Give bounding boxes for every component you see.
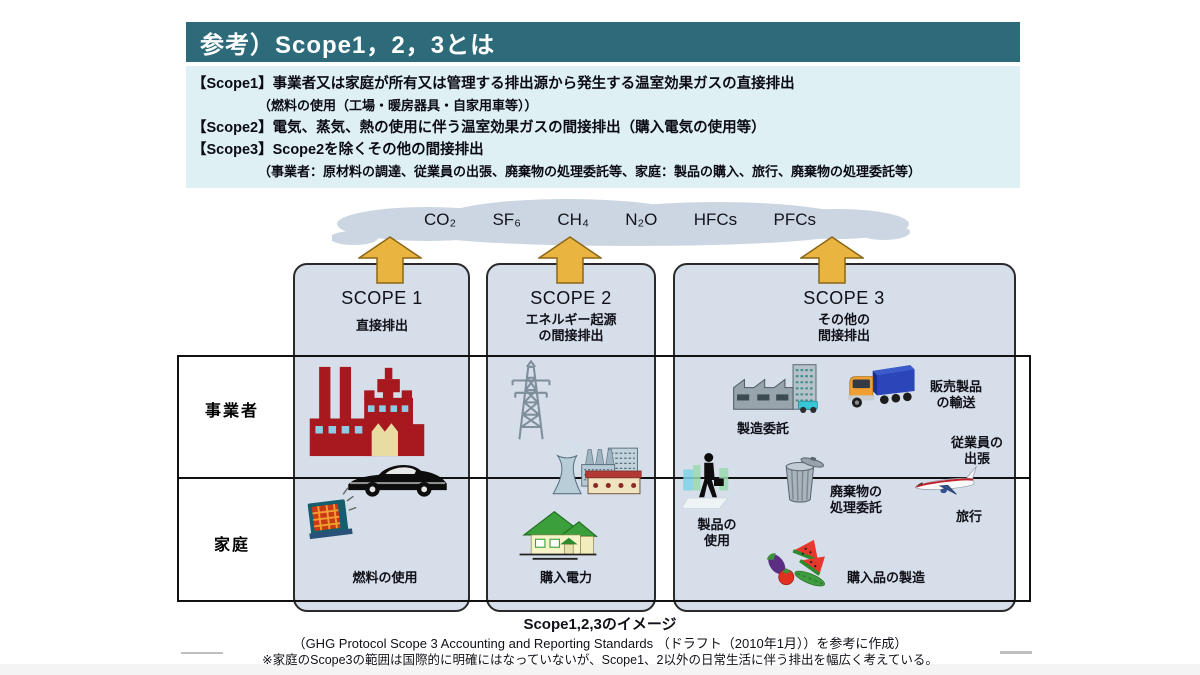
gas-sf6: SF₆ xyxy=(492,210,522,229)
title-bar: 参考）Scope1，2，3とは xyxy=(186,22,1020,62)
car-icon xyxy=(345,452,450,500)
caption-source: （GHG Protocol Scope 3 Accounting and Rep… xyxy=(292,636,908,651)
house-icon xyxy=(516,503,600,561)
label-fuel-use: 燃料の使用 xyxy=(352,570,418,585)
arrow-up-scope1-icon xyxy=(356,236,424,284)
scope1-subtitle: 直接排出 xyxy=(355,318,409,333)
gas-hfcs: HFCs xyxy=(693,210,738,229)
divider-fragment-left xyxy=(181,652,223,654)
scope3-box xyxy=(673,263,1016,612)
scope1-name: SCOPE 1 xyxy=(341,288,423,308)
caption-block: Scope1,2,3のイメージ （GHG Protocol Scope 3 Ac… xyxy=(0,615,1200,669)
divider-fragment-right xyxy=(1000,651,1032,654)
gas-ch4: CH₄ xyxy=(557,210,589,229)
airplane-icon xyxy=(905,465,989,501)
heater-icon xyxy=(303,486,359,542)
bottom-strip xyxy=(0,664,1200,675)
scope2-name: SCOPE 2 xyxy=(530,288,612,308)
page-title: 参考）Scope1，2，3とは xyxy=(200,31,496,59)
gas-cloud-icon xyxy=(330,194,912,252)
factory-icon xyxy=(306,363,428,459)
label-purchased-power: 購入電力 xyxy=(539,570,593,585)
arrow-up-scope3-icon xyxy=(798,236,866,284)
scope2-definition: 【Scope2】電気、蒸気、熱の使用に伴う温室効果ガスの間接排出（購入電気の使用… xyxy=(192,120,766,136)
row-label-business: 事業者 xyxy=(204,403,260,420)
label-purchased-goods: 購入品の製造 xyxy=(846,570,926,585)
label-manufacturing: 製造委託 xyxy=(736,421,790,436)
trash-can-icon xyxy=(778,453,826,507)
label-waste-disposal: 廃棄物の 処理委託 xyxy=(829,484,883,515)
gas-co2: CO₂ xyxy=(424,210,457,229)
power-plant-icon xyxy=(545,438,645,495)
label-product-use: 製品の 使用 xyxy=(697,517,737,548)
scope3-subtitle: その他の 間接排出 xyxy=(817,312,871,343)
label-travel: 旅行 xyxy=(955,509,983,524)
label-product-transport: 販売製品 の輸送 xyxy=(929,379,983,410)
vegetables-icon xyxy=(760,536,836,590)
transmission-tower-icon xyxy=(505,360,557,442)
contract-factory-icon xyxy=(728,362,823,416)
definitions-panel: 【Scope1】事業者又は家庭が所有又は管理する排出源から発生する温室効果ガスの… xyxy=(186,66,1020,188)
gas-list: CO₂ SF₆ CH₄ N₂O HFCs PFCs xyxy=(424,210,816,230)
row-label-household: 家庭 xyxy=(213,537,251,554)
label-business-trip: 従業員の 出張 xyxy=(950,435,1004,466)
scope3-definition-sub: （事業者：原材料の調達、従業員の出張、廃棄物の処理委託等、家庭：製品の購入、旅行… xyxy=(258,164,922,179)
businessman-icon xyxy=(678,450,738,510)
arrow-up-scope2-icon xyxy=(536,236,604,284)
gas-pfcs: PFCs xyxy=(773,210,816,229)
scope3-name: SCOPE 3 xyxy=(803,288,885,308)
scope1-definition-sub: （燃料の使用（工場・暖房器具・自家用車等）） xyxy=(258,98,538,113)
scope2-subtitle: エネルギー起源 の間接排出 xyxy=(525,312,617,343)
caption-title: Scope1,2,3のイメージ xyxy=(523,616,677,633)
scope3-definition: 【Scope3】Scope2を除くその他の間接排出 xyxy=(192,142,484,158)
scope1-definition: 【Scope1】事業者又は家庭が所有又は管理する排出源から発生する温室効果ガスの… xyxy=(192,76,795,92)
caption-note: ※家庭のScope3の範囲は国際的に明確にはなっていないが、Scope1、2以外… xyxy=(262,653,938,667)
gas-n2o: N₂O xyxy=(625,210,658,229)
truck-icon xyxy=(844,357,916,415)
